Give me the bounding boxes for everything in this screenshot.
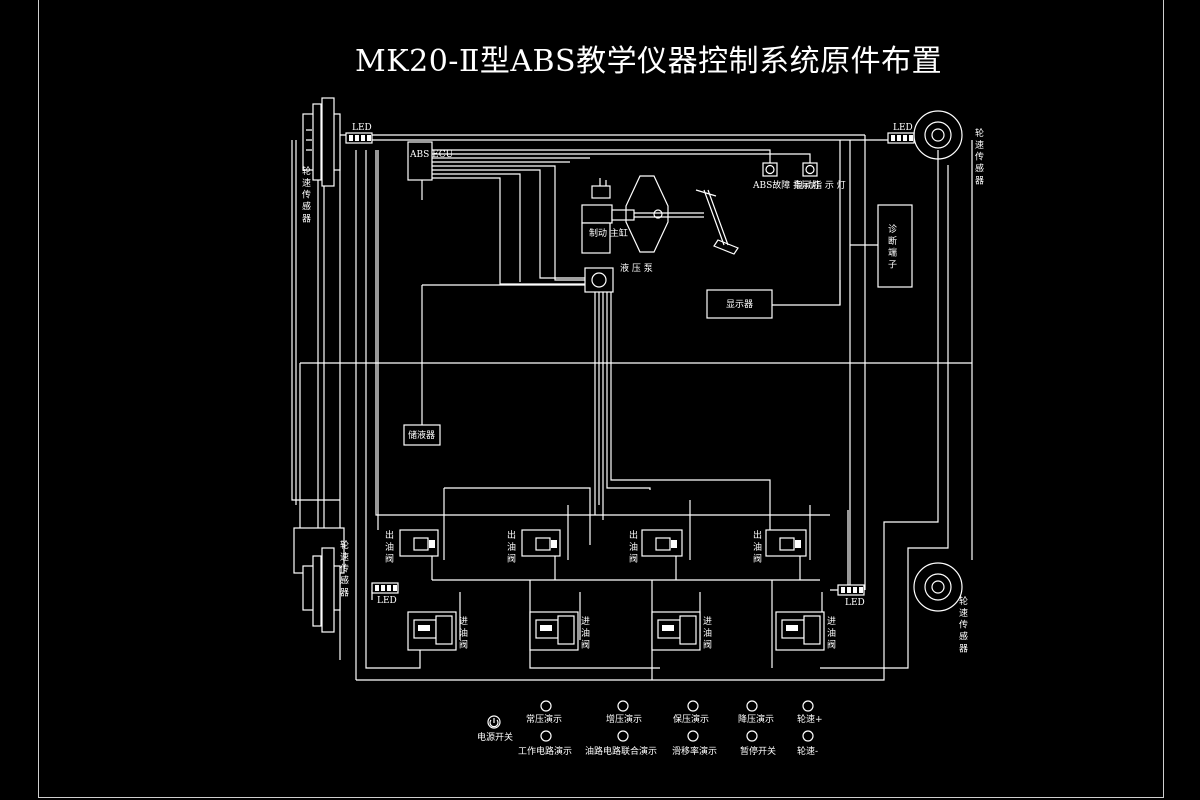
led-label: LED — [377, 596, 397, 606]
accumulator: 储液器 — [403, 424, 441, 446]
working-circuit-demo-label: 工作电路演示 — [518, 745, 572, 757]
oil-circuit-demo-label: 油路电路联合演示 — [585, 745, 657, 757]
inlet-valve-4: 进 油 阀 — [775, 611, 836, 651]
diagnostic-terminal-label: 诊 断 端 子 — [886, 223, 897, 269]
wheel-speed-sensor-front-left: 轮 速 传 感 器 — [300, 97, 341, 223]
normal-pressure-demo-button[interactable]: 常压演示 — [526, 700, 562, 725]
diagnostic-terminal: 诊 断 端 子 — [877, 204, 913, 288]
pressure-decrease-demo-button[interactable]: 降压演示 — [738, 700, 774, 725]
led-bottom-left: LED — [371, 582, 399, 606]
wheel-speed-sensor-label: 轮 速 传 感 器 — [957, 595, 968, 653]
wheel-speed-sensor-rear-left: 轮 速 传 感 器 — [293, 527, 349, 633]
led-label: LED — [845, 598, 865, 608]
wheel-speed-plus-label: 轮速+ — [797, 713, 823, 725]
abs-ecu-label: ABS ECU — [409, 150, 454, 160]
pressure-decrease-demo-label: 降压演示 — [738, 713, 774, 725]
outlet-valve-label: 出 油 阀 — [383, 529, 394, 564]
pause-switch-label: 暂停开关 — [740, 745, 776, 757]
abs-ecu: ABS ECU — [407, 141, 454, 181]
inlet-valve-1: 进 油 阀 — [407, 611, 468, 651]
wheel-speed-plus-button[interactable]: 轮速+ — [797, 700, 823, 725]
slip-rate-demo-label: 滑移率演示 — [672, 745, 717, 757]
display: 显示器 — [706, 289, 773, 319]
drawing-frame — [38, 0, 1164, 798]
wheel-speed-minus-button[interactable]: 轮速- — [797, 730, 818, 757]
led-label: LED — [352, 123, 372, 133]
working-circuit-demo-button[interactable]: 工作电路演示 — [518, 730, 572, 757]
diagram-title: MK20-Ⅱ型ABS教学仪器控制系统原件布置 — [355, 44, 943, 79]
pressure-increase-demo-label: 增压演示 — [606, 713, 642, 725]
inlet-valve-label: 进 油 阀 — [579, 616, 590, 650]
outlet-valve-1: 出 油 阀 — [383, 529, 439, 564]
normal-pressure-demo-label: 常压演示 — [526, 713, 562, 725]
brake-master-cylinder: 制动 主缸 — [581, 178, 635, 254]
inlet-valve-2: 进 油 阀 — [529, 611, 590, 651]
pause-switch-button[interactable]: 暂停开关 — [740, 730, 776, 757]
brake-lamp-label: 制动指 示 灯 — [795, 179, 846, 191]
led-top-right: LED — [887, 123, 915, 144]
inlet-valve-label: 进 油 阀 — [701, 616, 712, 650]
outlet-valve-label: 出 油 阀 — [627, 529, 638, 564]
power-switch-label: 电源开关 — [477, 731, 513, 743]
wheel-speed-sensor-label: 轮 速 传 感 器 — [973, 127, 984, 185]
accumulator-label: 储液器 — [408, 429, 435, 441]
wheel-speed-sensor-label: 轮 速 传 感 器 — [338, 539, 349, 597]
led-bottom-right: LED — [837, 584, 865, 608]
brake-booster — [625, 175, 739, 255]
wheel-speed-sensor-label: 轮 速 传 感 器 — [300, 165, 311, 223]
outlet-valve-2: 出 油 阀 — [505, 529, 561, 564]
led-label: LED — [893, 123, 913, 133]
brake-lamp: 制动指 示 灯 — [795, 162, 846, 191]
control-panel: 电源开关 常压演示 增压演示 保压演示 降压演示 轮速+ 工作电路演示 油 — [477, 700, 823, 757]
wheel-speed-sensor-rear-right: 轮 速 传 感 器 — [913, 562, 968, 653]
wheel-speed-minus-label: 轮速- — [797, 745, 818, 757]
pressure-hold-demo-button[interactable]: 保压演示 — [673, 700, 709, 725]
pressure-increase-demo-button[interactable]: 增压演示 — [606, 700, 642, 725]
led-top-left: LED — [345, 123, 373, 144]
power-switch[interactable]: 电源开关 — [477, 715, 513, 743]
wheel-speed-sensor-front-right: 轮 速 传 感 器 — [913, 110, 984, 185]
pump-label: 液 压 泵 — [620, 262, 653, 274]
outlet-valve-4: 出 油 阀 — [751, 529, 807, 564]
oil-circuit-demo-button[interactable]: 油路电路联合演示 — [585, 730, 657, 757]
slip-rate-demo-button[interactable]: 滑移率演示 — [672, 730, 717, 757]
display-label: 显示器 — [726, 299, 753, 310]
brake-master-cylinder-label: 制动 主缸 — [589, 227, 628, 239]
hydraulic-pump: 液 压 泵 — [584, 262, 653, 293]
inlet-valve-3: 进 油 阀 — [651, 611, 712, 651]
inlet-valve-label: 进 油 阀 — [457, 616, 468, 650]
inlet-valve-label: 进 油 阀 — [825, 616, 836, 650]
abs-warning-lamp: ABS故障 指示灯 — [752, 162, 820, 191]
outlet-valve-3: 出 油 阀 — [627, 529, 683, 564]
abs-warning-lamp-label: ABS故障 指示灯 — [752, 179, 820, 191]
outlet-valve-label: 出 油 阀 — [751, 529, 762, 564]
outlet-valve-label: 出 油 阀 — [505, 529, 516, 564]
pressure-hold-demo-label: 保压演示 — [673, 713, 709, 725]
